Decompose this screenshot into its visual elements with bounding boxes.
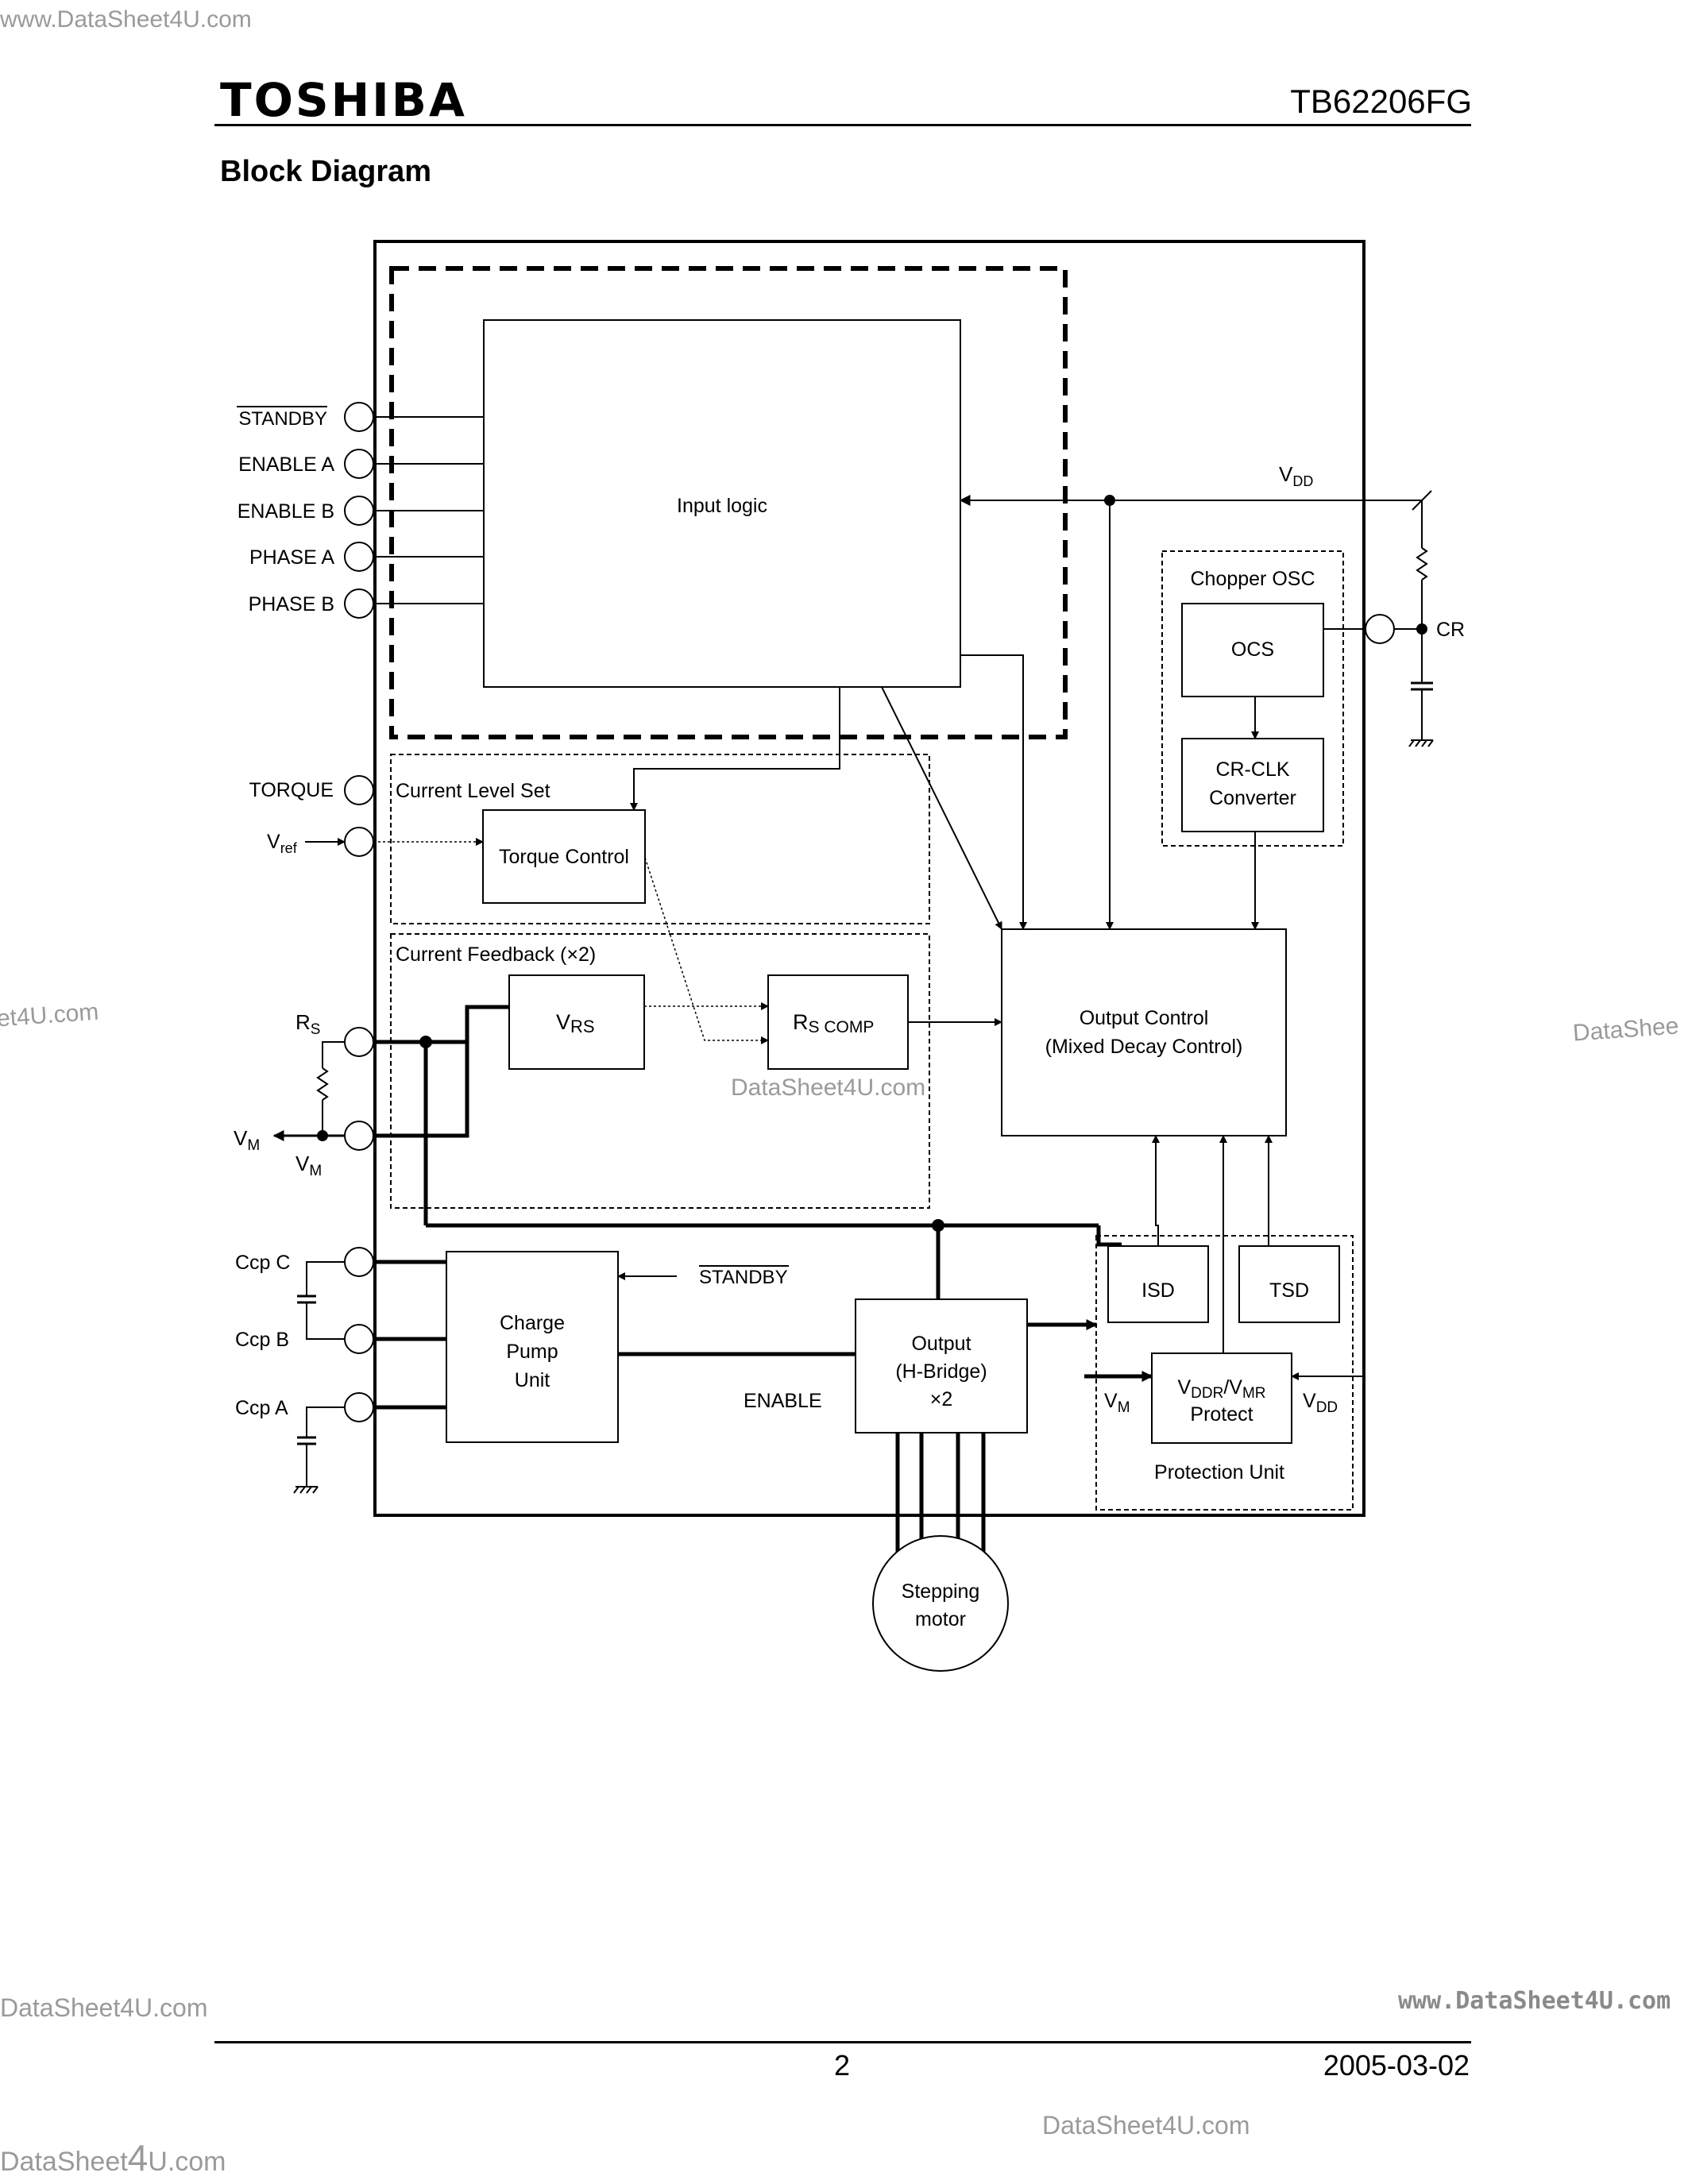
motor-wires [895, 1433, 986, 1557]
output-control-label-1: Output Control [1080, 1007, 1209, 1029]
pin-phase-b-label: PHASE B [249, 593, 334, 615]
watermark-bottom-right: www.DataSheet4U.com [1398, 1987, 1671, 2015]
enable-signal-label: ENABLE [744, 1390, 822, 1412]
chopper-osc-region [1161, 550, 1344, 847]
vdd-label: VDD [1279, 462, 1313, 489]
cr-clk-label-1: CR-CLK [1215, 758, 1289, 781]
vdd-protect-label: VDD [1303, 1390, 1338, 1416]
pin-ccp-b-label: Ccp B [235, 1329, 289, 1351]
current-feedback-region [390, 933, 930, 1209]
current-level-set-region [390, 754, 930, 924]
footer-rule [214, 2041, 1471, 2043]
watermark-footer-center: DataSheet4U.com [1042, 2111, 1250, 2140]
chip-boundary [373, 240, 1365, 1517]
current-feedback-label: Current Feedback (×2) [396, 943, 596, 966]
protect-label: Protect [1190, 1403, 1253, 1426]
cr-pin [1365, 614, 1395, 644]
cr-clk-label-2: Converter [1209, 787, 1296, 809]
ccp-a-pin [344, 1392, 374, 1422]
chopper-osc-label: Chopper OSC [1190, 568, 1315, 590]
protection-unit-label: Protection Unit [1154, 1461, 1284, 1484]
pin-vm-label-right: VM [295, 1152, 322, 1179]
ccp-ground-icon [293, 1486, 319, 1494]
watermark-top-left: www.DataSheet4U.com [0, 6, 252, 33]
motor-label-1: Stepping [902, 1580, 980, 1603]
vrs-block [508, 974, 645, 1070]
tsd-block [1238, 1245, 1340, 1323]
cr-label: CR [1436, 619, 1465, 641]
ocs-block [1181, 603, 1324, 697]
pin-torque-label: TORQUE [249, 779, 334, 801]
output-control-label-2: (Mixed Decay Control) [1045, 1036, 1243, 1058]
watermark-center: DataSheet4U.com [731, 1075, 926, 1101]
vddr-vmr-protect-block [1151, 1352, 1292, 1444]
pin-ccp-a-label: Ccp A [235, 1397, 288, 1419]
rs-pin [344, 1027, 374, 1057]
vrs-label: VRS [556, 1010, 595, 1036]
cr-ground-icon [1408, 739, 1434, 747]
vm-protect-label: VM [1104, 1390, 1130, 1416]
input-logic-region [389, 266, 1068, 739]
header-rule [214, 124, 1471, 126]
cr-resistor [1416, 547, 1428, 581]
motor-label-2: motor [915, 1608, 966, 1630]
output-label-1: Output [911, 1333, 971, 1355]
footer-date: 2005-03-02 [1323, 2049, 1470, 2082]
vref-pin [344, 827, 374, 857]
output-label-3: ×2 [930, 1388, 953, 1410]
input-pins [344, 402, 484, 619]
charge-pump-label-3: Unit [515, 1369, 550, 1391]
watermark-footer-left: DataSheet4U.com [0, 2136, 226, 2179]
output-label-2: (H-Bridge) [895, 1360, 987, 1383]
cr-clk-block [1181, 738, 1324, 832]
ccp-b-pin [344, 1324, 374, 1354]
vddr-vmr-label: VDDR/VMR [1177, 1376, 1265, 1402]
charge-pump-block [446, 1251, 619, 1443]
watermark-part-a: DataSheet [0, 2147, 128, 2177]
pin-ccp-c-label: Ccp C [235, 1252, 290, 1274]
rs-comp-label: RS COMP [793, 1010, 874, 1036]
protection-unit-region [1095, 1235, 1354, 1511]
toshiba-logo: TOSHIBA [220, 73, 467, 127]
tsd-label: TSD [1269, 1279, 1309, 1302]
vm-pin [344, 1121, 374, 1151]
page-number: 2 [834, 2049, 851, 2082]
ocs-label: OCS [1231, 639, 1274, 661]
standby-signal-label: STANDBY [699, 1267, 788, 1288]
charge-pump-label-2: Pump [506, 1341, 558, 1363]
input-logic-label: Input logic [677, 495, 767, 517]
watermark-bottom-left: DataSheet4U.com [0, 1993, 208, 2022]
rs-comp-block [767, 974, 909, 1070]
pin-phase-a-label: PHASE A [249, 546, 334, 569]
pin-enable-a-label: ENABLE A [238, 453, 334, 476]
torque-control-label: Torque Control [499, 846, 629, 868]
rs-resistor [316, 1067, 329, 1101]
isd-block [1107, 1245, 1209, 1323]
pin-enable-b-label: ENABLE B [238, 500, 334, 523]
watermark-part-c: U.com [148, 2147, 226, 2177]
pin-vm-label-left: VM [234, 1126, 260, 1154]
torque-control-block [482, 809, 646, 904]
output-hbridge-block [855, 1298, 1028, 1433]
torque-pin [344, 775, 374, 805]
output-control-block [1001, 928, 1287, 1136]
current-level-set-label: Current Level Set [396, 780, 550, 802]
pin-vref-label: Vref [267, 831, 298, 856]
part-number: TB62206FG [1290, 83, 1472, 120]
isd-label: ISD [1141, 1279, 1175, 1302]
section-title: Block Diagram [220, 155, 432, 188]
watermark-part-b: 4 [127, 2137, 149, 2178]
pin-rs-label: RS [295, 1010, 320, 1038]
charge-pump-label-1: Charge [500, 1312, 565, 1334]
pin-standby-label: STANDBY [238, 408, 327, 430]
ccp-c-pin [344, 1247, 374, 1277]
stepping-motor [872, 1535, 1009, 1672]
ccp-capacitors [293, 1261, 345, 1494]
